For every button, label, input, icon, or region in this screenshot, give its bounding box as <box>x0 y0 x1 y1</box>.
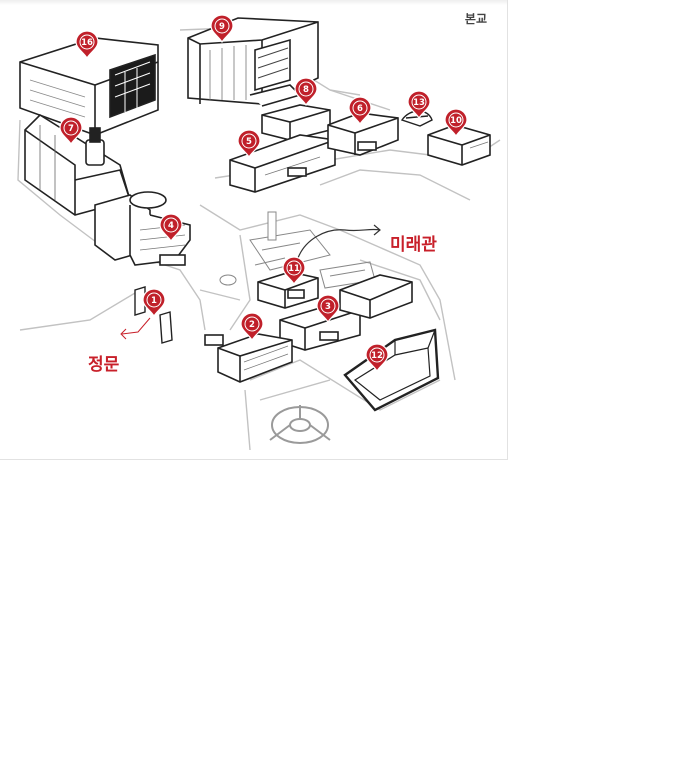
marker-number: 13 <box>413 98 425 108</box>
marker-number: 1 <box>151 296 157 306</box>
marker-number: 3 <box>325 302 331 312</box>
marker-number: 5 <box>246 137 252 147</box>
map-marker-3[interactable]: 3 <box>316 294 340 324</box>
building-4 <box>94 191 191 266</box>
marker-number: 4 <box>168 221 174 231</box>
marker-ring <box>369 347 385 363</box>
marker-ring <box>448 112 464 128</box>
map-marker-7[interactable]: 7 <box>59 116 83 146</box>
marker-number: 8 <box>303 85 309 95</box>
marker-number: 7 <box>68 124 74 134</box>
map-marker-13[interactable]: 13 <box>407 90 431 120</box>
marker-number: 9 <box>219 22 225 32</box>
marker-ring <box>411 94 427 110</box>
map-marker-8[interactable]: 8 <box>294 77 318 107</box>
marker-ring <box>79 34 95 50</box>
map-marker-10[interactable]: 10 <box>444 108 468 138</box>
map-marker-9[interactable]: 9 <box>210 14 234 44</box>
marker-ring <box>163 217 179 233</box>
marker-ring <box>298 81 314 97</box>
building-6 <box>327 112 399 156</box>
marker-ring <box>214 18 230 34</box>
campus-name-label: 본교 <box>464 12 487 26</box>
mirae-arrow <box>297 224 381 259</box>
marker-ring <box>352 100 368 116</box>
building-8 <box>261 104 331 141</box>
building-12 <box>343 328 440 412</box>
map-marker-16[interactable]: 16 <box>75 30 99 60</box>
roundabout <box>269 405 331 444</box>
building-1-gate <box>134 286 173 344</box>
marker-number: 16 <box>81 38 93 48</box>
building-16 <box>19 37 159 136</box>
marker-ring <box>244 316 260 332</box>
marker-number: 6 <box>357 104 363 114</box>
marker-ring <box>320 298 336 314</box>
marker-ring <box>241 133 257 149</box>
marker-ring <box>286 260 302 276</box>
marker-number: 12 <box>371 351 383 361</box>
marker-number: 2 <box>249 320 255 330</box>
marker-ring <box>146 292 162 308</box>
building-2 <box>204 333 293 383</box>
map-marker-1[interactable]: 1 <box>142 288 166 318</box>
map-marker-12[interactable]: 12 <box>365 343 389 373</box>
main-gate-label: 정문 <box>88 355 120 375</box>
marker-ring <box>63 120 79 136</box>
map-marker-4[interactable]: 4 <box>159 213 183 243</box>
marker-number: 10 <box>450 116 462 126</box>
building-7 <box>24 113 131 216</box>
building-5 <box>229 134 336 193</box>
map-marker-6[interactable]: 6 <box>348 96 372 126</box>
marker-number: 11 <box>288 264 300 274</box>
map-marker-5[interactable]: 5 <box>237 129 261 159</box>
mirae-hall-label: 미래관 <box>390 235 437 255</box>
map-marker-2[interactable]: 2 <box>240 312 264 342</box>
map-marker-11[interactable]: 11 <box>282 256 306 286</box>
main-gate-arrow <box>120 317 151 340</box>
